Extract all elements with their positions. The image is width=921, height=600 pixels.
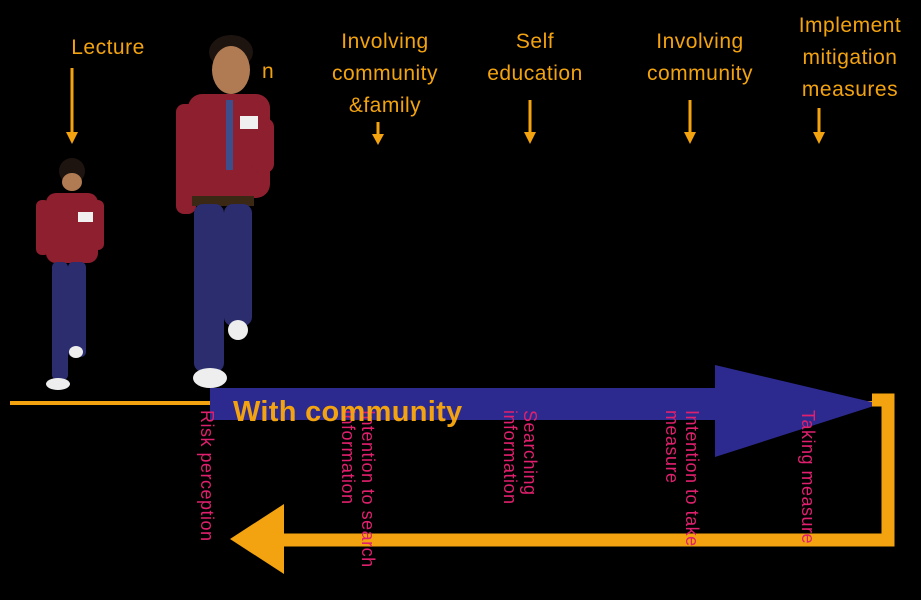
label-lecture: Lecture <box>71 36 145 59</box>
down-arrow-implement <box>813 108 825 144</box>
band-label-with-community: With community <box>233 396 463 428</box>
label-implement-mitigation: Implement mitigation measures <box>798 14 902 101</box>
label-partial: n <box>262 60 275 83</box>
boy-small-figure <box>36 158 104 390</box>
label-involving-community: Involving community <box>646 30 754 85</box>
boy-large-figure <box>176 35 274 388</box>
stage-intention-search: Intention to search information <box>338 410 378 568</box>
label-involving-community-family: Involving community &family <box>331 30 439 117</box>
down-arrow-family <box>372 122 384 145</box>
stage-taking-measure: Taking measure <box>798 410 818 545</box>
down-arrow-self-education <box>524 100 536 144</box>
stage-risk-perception: Risk perception <box>197 410 217 542</box>
down-arrow-lecture <box>66 68 78 144</box>
return-arrowhead <box>230 504 284 574</box>
return-path <box>280 393 895 547</box>
stage-searching-information: Searching information <box>500 410 540 505</box>
community-arrow <box>210 365 880 457</box>
label-self-education: Self education <box>487 30 583 85</box>
stage-intention-take: Intention to take measure <box>662 410 702 547</box>
down-arrow-involving <box>684 100 696 144</box>
